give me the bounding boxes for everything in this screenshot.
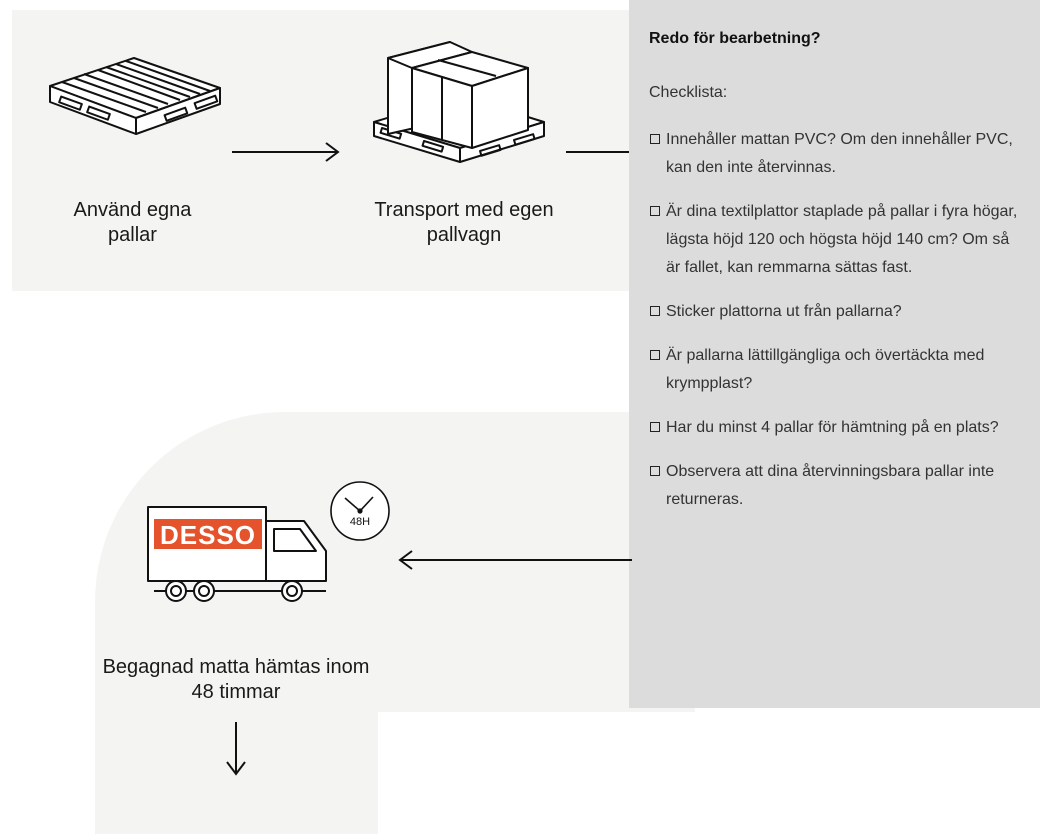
connector-line [566, 151, 630, 153]
arrow-left [398, 550, 632, 570]
arrow-down [226, 722, 246, 776]
step-2-caption: Transport med egen pallvagn [374, 199, 554, 246]
checkbox-icon[interactable] [650, 306, 660, 316]
pallet-with-boxes-icon [373, 41, 545, 163]
checklist-item-text: Är dina textilplattor staplade på pallar… [666, 203, 1018, 276]
clock-icon: 48H [330, 481, 390, 541]
checklist-item-text: Har du minst 4 pallar för hämtning på en… [666, 419, 999, 436]
checklist-item[interactable]: Innehåller mattan PVC? Om den innehåller… [649, 126, 1020, 182]
top-process-panel [12, 10, 712, 291]
checkbox-icon[interactable] [650, 422, 660, 432]
truck-brand-logo: DESSO [160, 520, 256, 550]
checklist-item[interactable]: Sticker plattorna ut från pallarna? [649, 298, 1020, 326]
checkbox-icon[interactable] [650, 206, 660, 216]
checklist-item-text: Observera att dina återvinningsbara pall… [666, 463, 995, 508]
checkbox-icon[interactable] [650, 350, 660, 360]
checkbox-icon[interactable] [650, 466, 660, 476]
arrow-right-1 [232, 142, 340, 162]
checklist-subtitle: Checklista: [649, 84, 728, 101]
checklist-item[interactable]: Är pallarna lättillgängliga och övertäck… [649, 342, 1020, 398]
pallet-icon [49, 57, 221, 135]
checklist-item[interactable]: Observera att dina återvinningsbara pall… [649, 458, 1020, 514]
step-3-caption: Begagnad matta hämtas inom 48 timmar [102, 656, 370, 703]
checklist-panel: Redo för bearbetning? Checklista: Innehå… [629, 0, 1040, 708]
step-1-caption: Använd egna pallar [73, 199, 192, 246]
desso-truck-icon: DESSO [147, 506, 327, 602]
checklist-item[interactable]: Har du minst 4 pallar för hämtning på en… [649, 414, 1020, 442]
checklist-item[interactable]: Är dina textilplattor staplade på pallar… [649, 198, 1020, 282]
checkbox-icon[interactable] [650, 134, 660, 144]
checklist-item-text: Innehåller mattan PVC? Om den innehåller… [666, 131, 1013, 176]
checklist-title: Redo för bearbetning? [649, 30, 821, 47]
checklist-item-text: Sticker plattorna ut från pallarna? [666, 303, 902, 320]
clock-label: 48H [350, 516, 370, 528]
checklist-item-text: Är pallarna lättillgängliga och övertäck… [666, 347, 985, 392]
